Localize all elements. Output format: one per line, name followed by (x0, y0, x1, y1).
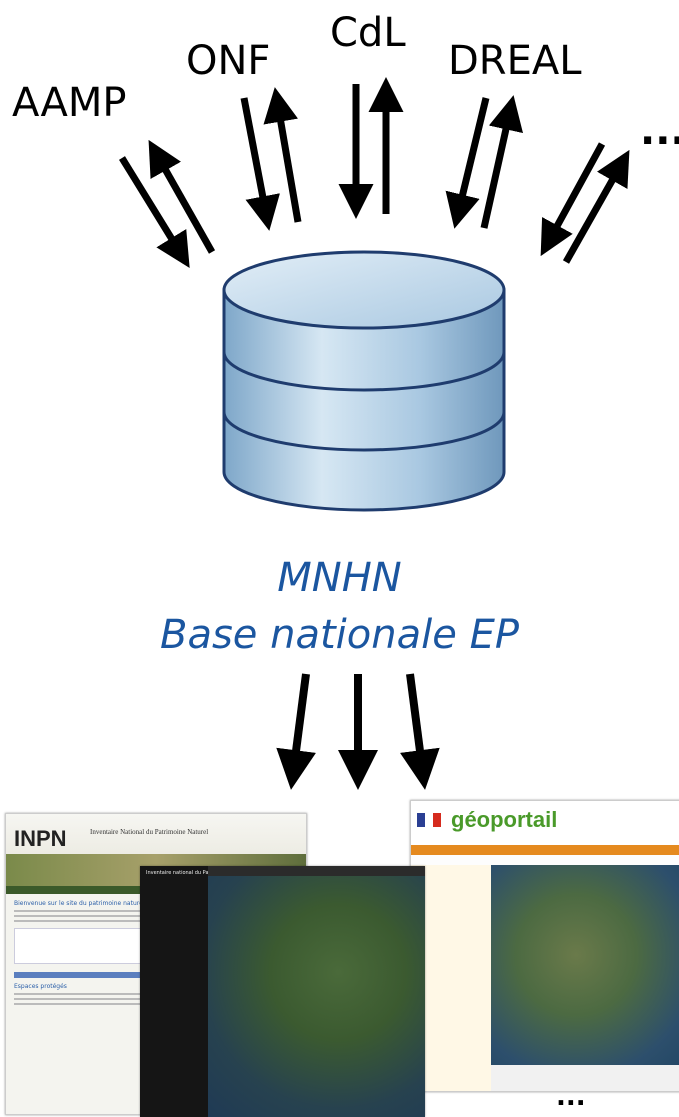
map-viewer-title: Inventaire national du Patrimoine Nature… (146, 870, 250, 876)
geoportail-header: géoportail (411, 801, 679, 845)
arrow-more-in (540, 142, 606, 257)
database-caption-line2: Base nationale EP (160, 612, 519, 658)
map-viewer-screenshot: Inventaire national du Patrimoine Nature… (140, 866, 425, 1117)
arrow-aamp-out (148, 139, 216, 254)
database-ring-2 (222, 411, 506, 452)
arrow-output-right (400, 673, 440, 790)
inpn-name: Inventaire National du Patrimoine Nature… (90, 828, 209, 836)
database-top (222, 250, 506, 330)
geoportail-footer (491, 1065, 679, 1091)
map-viewer-toolbar (208, 866, 425, 876)
geoportail-screenshot: géoportail (410, 800, 679, 1092)
source-label-dreal: DREAL (448, 38, 582, 84)
inpn-logo: INPN (14, 826, 67, 851)
map-viewer-map (208, 876, 425, 1117)
inpn-heading: Bienvenue sur le site du patrimoine natu… (14, 900, 176, 907)
source-label-more: ... (640, 108, 679, 154)
database-caption-line1: MNHN (277, 555, 402, 601)
arrow-aamp-in (119, 156, 190, 268)
database-ring-1 (222, 351, 506, 392)
geoportail-nav (411, 845, 679, 855)
arrow-output-left (276, 673, 316, 790)
geoportail-map (491, 865, 679, 1065)
arrow-onf-in (240, 97, 280, 231)
french-flag-icon (417, 813, 441, 827)
database-body (222, 288, 506, 512)
arrow-more-out (562, 149, 630, 264)
source-label-cdl: CdL (330, 10, 406, 56)
geoportail-logo: géoportail (451, 807, 558, 832)
map-viewer-sidebar: Inventaire national du Patrimoine Nature… (140, 866, 249, 1117)
source-label-aamp: AAMP (12, 80, 127, 126)
arrow-dreal-out (480, 95, 524, 229)
arrow-onf-out (263, 87, 302, 223)
arrow-dreal-in (445, 97, 490, 229)
source-label-onf: ONF (186, 38, 271, 84)
more-outputs-ellipsis: ... (556, 1082, 586, 1112)
inpn-subheading: Espaces protégés (14, 983, 67, 990)
